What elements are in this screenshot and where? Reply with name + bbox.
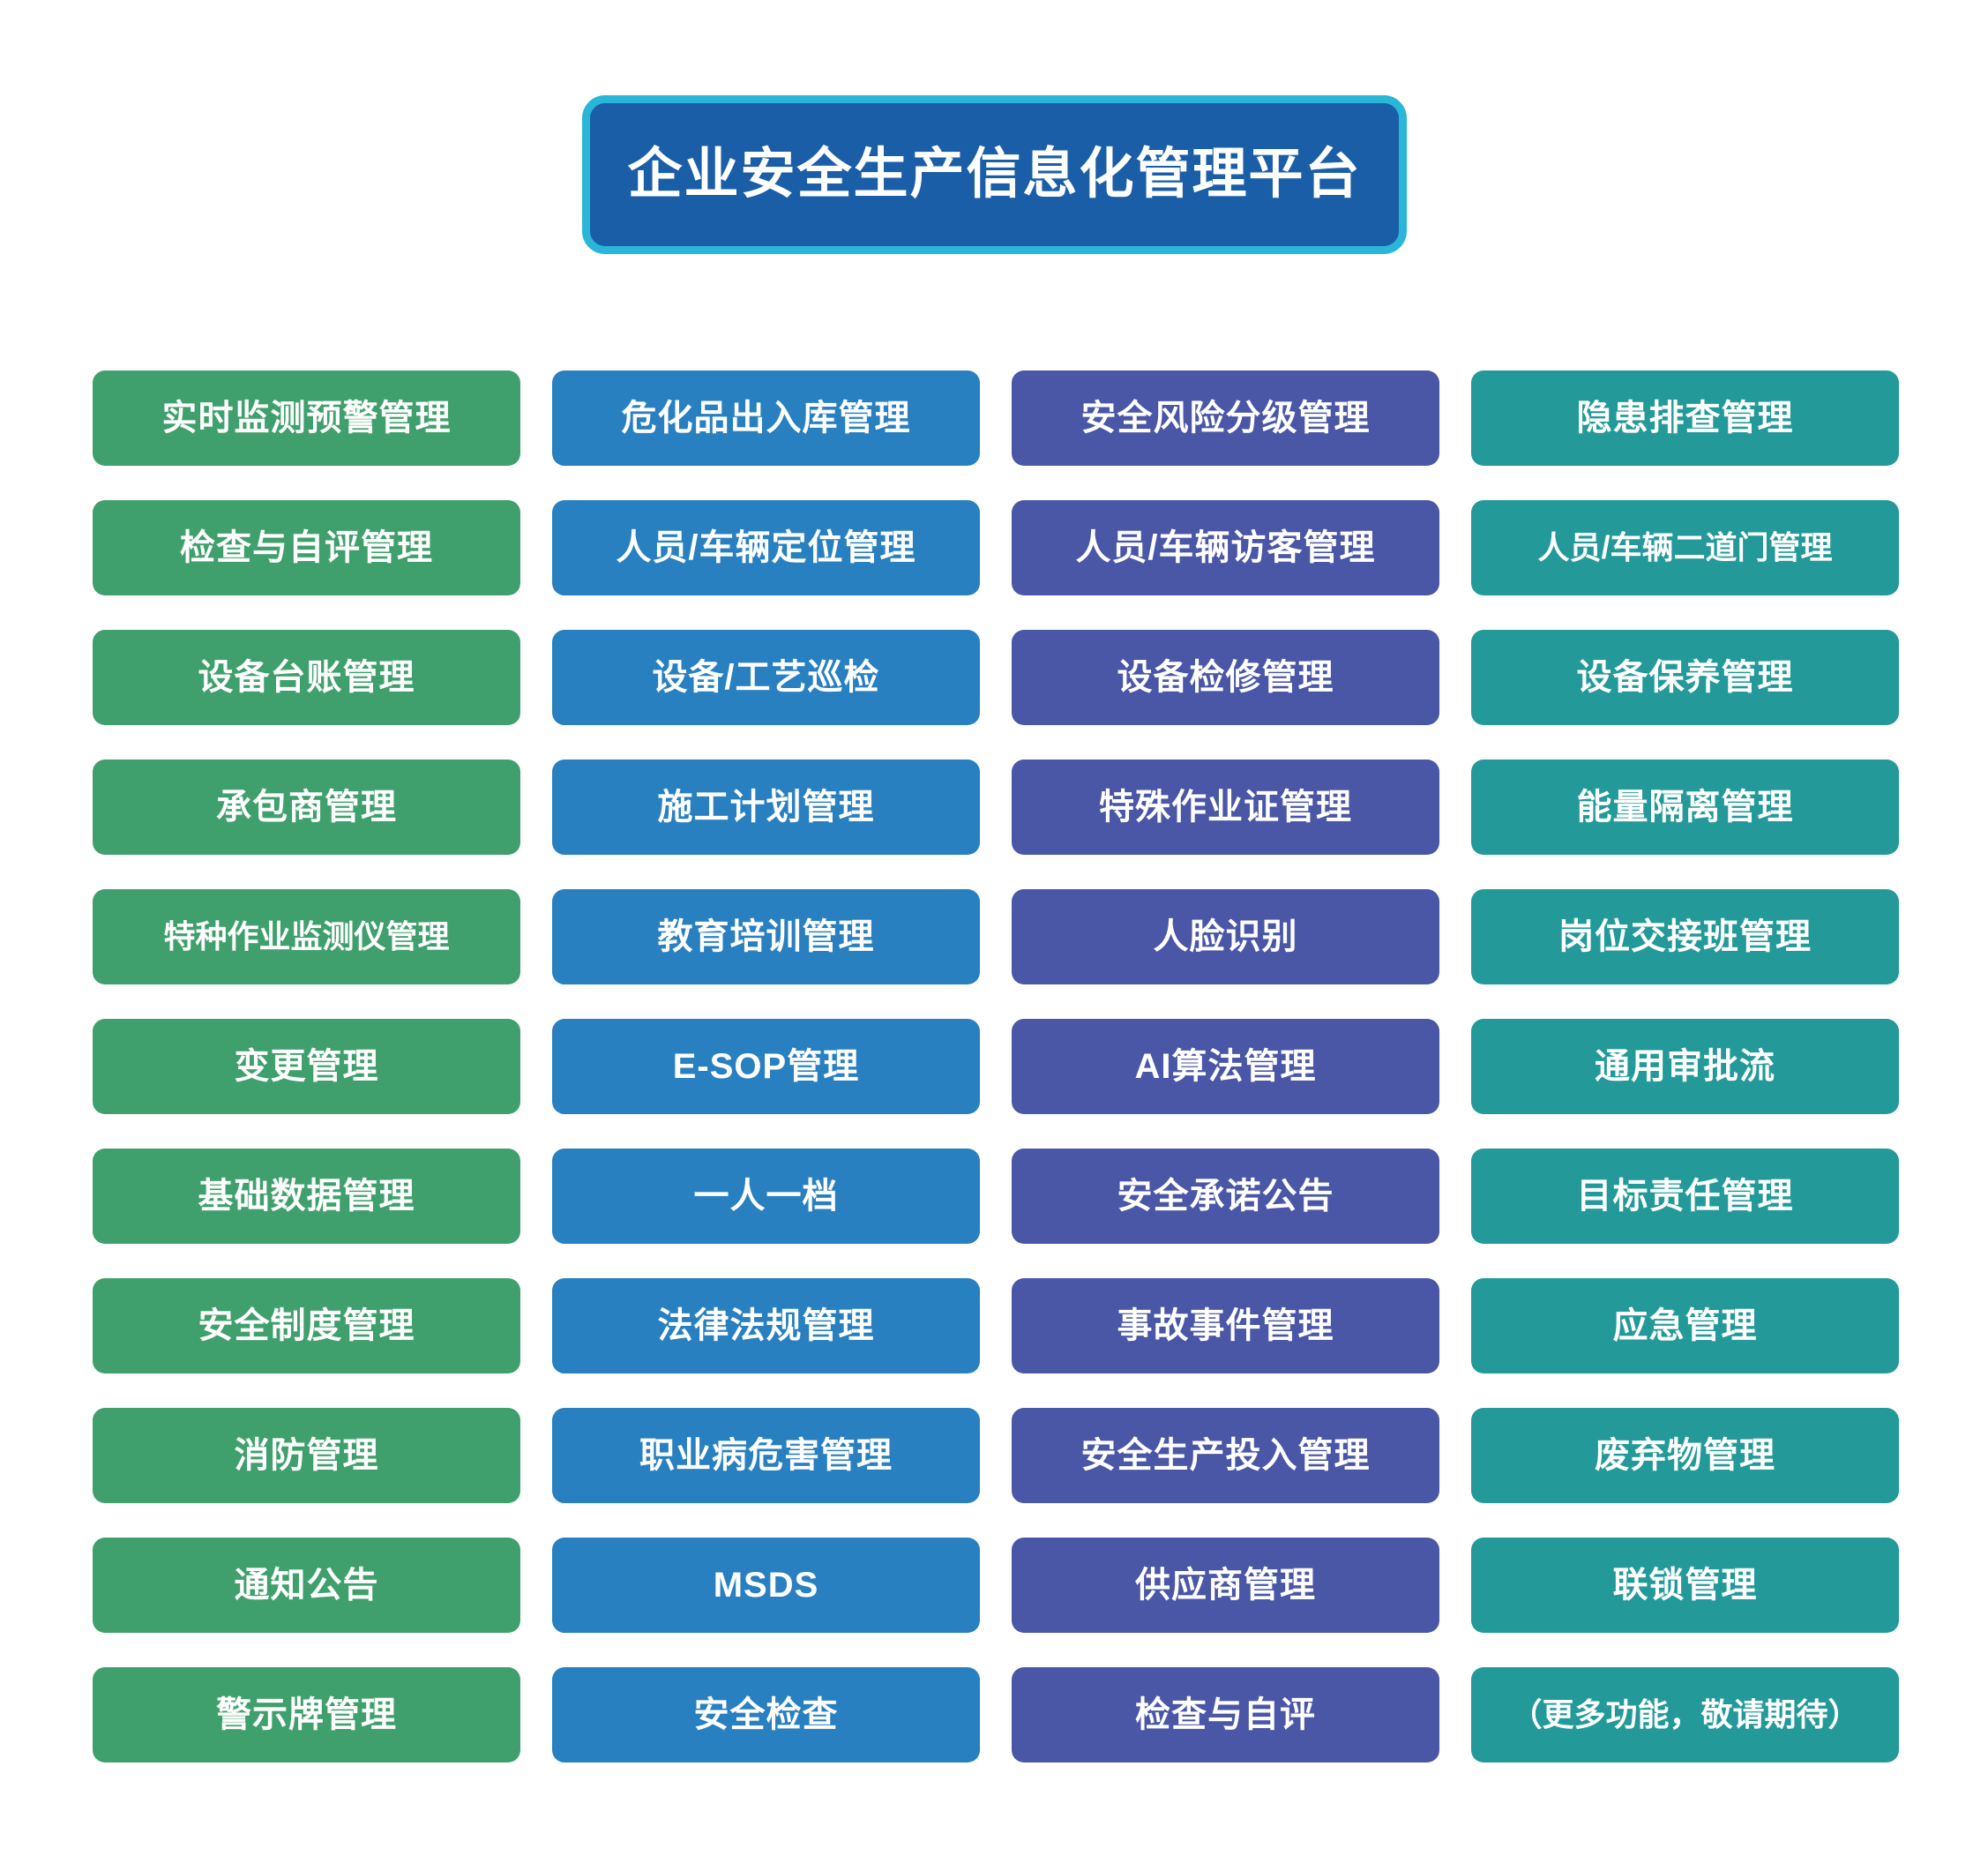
- module-card[interactable]: 人员/车辆定位管理: [552, 500, 980, 595]
- module-card-label: 通用审批流: [1595, 1047, 1775, 1086]
- module-card-label: 安全检查: [693, 1695, 839, 1734]
- module-card[interactable]: 警示牌管理: [93, 1667, 520, 1762]
- module-card-label: 承包商管理: [216, 788, 397, 827]
- module-card[interactable]: 设备保养管理: [1471, 630, 1899, 725]
- module-card[interactable]: 应急管理: [1471, 1278, 1899, 1373]
- module-card-label: 供应商管理: [1135, 1566, 1316, 1605]
- module-card[interactable]: 基础数据管理: [93, 1149, 520, 1244]
- module-card-label: 隐患排查管理: [1576, 399, 1794, 438]
- module-card[interactable]: 供应商管理: [1012, 1538, 1439, 1633]
- module-card-label: 基础数据管理: [198, 1177, 415, 1216]
- module-card-label: 警示牌管理: [216, 1695, 397, 1734]
- module-card[interactable]: 通知公告: [93, 1538, 520, 1633]
- module-card[interactable]: 安全承诺公告: [1012, 1149, 1439, 1244]
- module-card[interactable]: 施工计划管理: [552, 760, 980, 855]
- module-card-label: E-SOP管理: [672, 1047, 860, 1086]
- module-card[interactable]: 安全制度管理: [93, 1278, 520, 1373]
- module-card[interactable]: 检查与自评: [1012, 1667, 1439, 1762]
- module-card-label: 设备检修管理: [1117, 658, 1334, 697]
- module-card-label: 设备/工艺巡检: [652, 658, 880, 697]
- module-card-label: 能量隔离管理: [1576, 788, 1794, 827]
- module-card-label: 事故事件管理: [1117, 1306, 1334, 1345]
- module-card[interactable]: 消防管理: [93, 1408, 520, 1503]
- module-card[interactable]: 事故事件管理: [1012, 1278, 1439, 1373]
- module-card-label: MSDS: [713, 1566, 819, 1605]
- module-card[interactable]: 设备检修管理: [1012, 630, 1439, 725]
- module-card[interactable]: 废弃物管理: [1471, 1408, 1899, 1503]
- module-card-label: 法律法规管理: [657, 1306, 875, 1345]
- module-card[interactable]: （更多功能，敬请期待）: [1471, 1667, 1899, 1762]
- module-card-label: 特种作业监测仪管理: [163, 918, 450, 955]
- module-card[interactable]: 设备/工艺巡检: [552, 630, 980, 725]
- module-card-label: 变更管理: [234, 1047, 379, 1086]
- module-card[interactable]: 安全生产投入管理: [1012, 1408, 1439, 1503]
- module-card-grid: 实时监测预警管理 危化品出入库管理 安全风险分级管理 隐患排查管理检查与自评管理 人员/…: [93, 370, 1899, 1762]
- module-card[interactable]: 安全风险分级管理: [1012, 370, 1439, 466]
- module-card[interactable]: 设备台账管理: [93, 630, 520, 725]
- module-card-label: 消防管理: [234, 1436, 379, 1475]
- module-card-label: 人员/车辆访客管理: [1075, 528, 1376, 567]
- module-card[interactable]: E-SOP管理: [552, 1019, 980, 1114]
- module-card-label: 安全生产投入管理: [1080, 1436, 1371, 1475]
- module-card[interactable]: 人脸识别: [1012, 889, 1439, 984]
- module-card[interactable]: 变更管理: [93, 1019, 520, 1114]
- module-card-label: 实时监测预警管理: [161, 399, 452, 438]
- module-card-label: 安全风险分级管理: [1080, 399, 1371, 438]
- module-card-label: 安全承诺公告: [1117, 1177, 1334, 1216]
- module-card[interactable]: 安全检查: [552, 1667, 980, 1762]
- module-card[interactable]: MSDS: [552, 1538, 980, 1633]
- module-card[interactable]: 检查与自评管理: [93, 500, 520, 595]
- module-card-label: 一人一档: [693, 1177, 839, 1216]
- module-card-label: 设备台账管理: [198, 658, 415, 697]
- module-card-label: 联锁管理: [1612, 1566, 1758, 1605]
- module-card-label: 施工计划管理: [657, 788, 875, 827]
- module-card-label: 危化品出入库管理: [621, 399, 911, 438]
- module-card-label: 人员/车辆定位管理: [616, 528, 916, 567]
- module-card-label: 应急管理: [1612, 1306, 1758, 1345]
- module-card-label: AI算法管理: [1134, 1047, 1317, 1086]
- page-title: 企业安全生产信息化管理平台: [627, 144, 1362, 205]
- module-card[interactable]: 法律法规管理: [552, 1278, 980, 1373]
- platform-title-inner: 企业安全生产信息化管理平台: [590, 103, 1399, 246]
- module-card[interactable]: 岗位交接班管理: [1471, 889, 1899, 984]
- platform-title-banner: 企业安全生产信息化管理平台: [582, 95, 1407, 254]
- module-card-label: （更多功能，敬请期待）: [1510, 1696, 1860, 1733]
- module-card-label: 教育培训管理: [657, 917, 875, 956]
- module-card[interactable]: 职业病危害管理: [552, 1408, 980, 1503]
- module-card-label: 人脸识别: [1153, 917, 1298, 956]
- module-card-label: 检查与自评管理: [180, 528, 433, 567]
- module-card-label: 检查与自评: [1135, 1695, 1316, 1734]
- module-card-label: 特殊作业证管理: [1099, 788, 1352, 827]
- module-card[interactable]: 人员/车辆访客管理: [1012, 500, 1439, 595]
- module-card[interactable]: 通用审批流: [1471, 1019, 1899, 1114]
- module-card[interactable]: 一人一档: [552, 1149, 980, 1244]
- module-card[interactable]: 联锁管理: [1471, 1538, 1899, 1633]
- module-card-label: 设备保养管理: [1576, 658, 1794, 697]
- module-card[interactable]: 特种作业监测仪管理: [93, 889, 520, 984]
- module-card-label: 目标责任管理: [1576, 1177, 1794, 1216]
- module-card[interactable]: 承包商管理: [93, 760, 520, 855]
- module-card[interactable]: 特殊作业证管理: [1012, 760, 1439, 855]
- module-card[interactable]: 能量隔离管理: [1471, 760, 1899, 855]
- module-card-label: 人员/车辆二道门管理: [1537, 529, 1833, 566]
- module-card[interactable]: AI算法管理: [1012, 1019, 1439, 1114]
- module-card[interactable]: 危化品出入库管理: [552, 370, 980, 466]
- module-card[interactable]: 目标责任管理: [1471, 1149, 1899, 1244]
- module-card[interactable]: 人员/车辆二道门管理: [1471, 500, 1899, 595]
- module-card[interactable]: 隐患排查管理: [1471, 370, 1899, 466]
- module-card[interactable]: 实时监测预警管理: [93, 370, 520, 466]
- module-card-label: 废弃物管理: [1595, 1436, 1775, 1475]
- module-card-label: 安全制度管理: [198, 1306, 415, 1345]
- module-card-label: 岗位交接班管理: [1558, 917, 1812, 956]
- module-card[interactable]: 教育培训管理: [552, 889, 980, 984]
- module-card-label: 通知公告: [234, 1566, 379, 1605]
- module-card-label: 职业病危害管理: [639, 1436, 893, 1475]
